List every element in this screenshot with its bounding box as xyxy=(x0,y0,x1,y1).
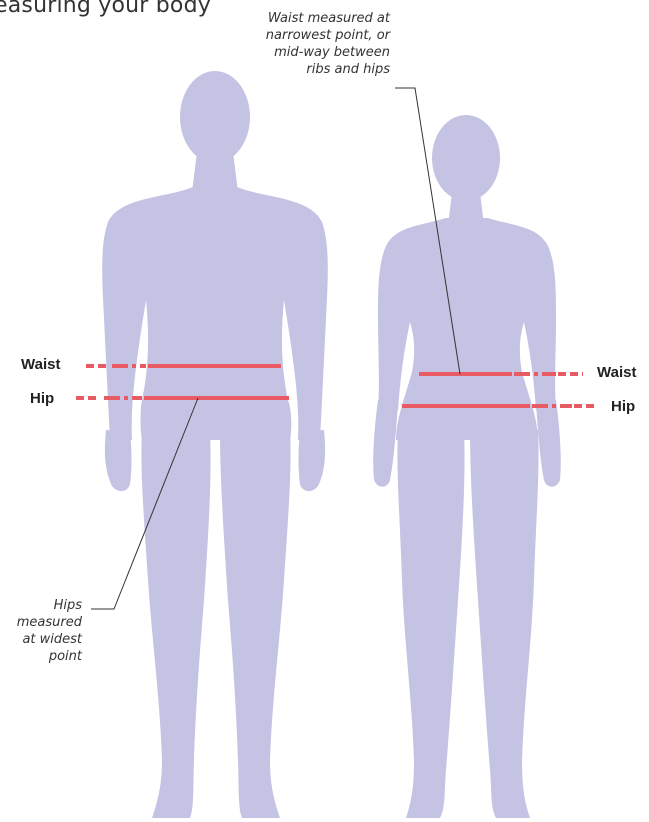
female-hip-label: Hip xyxy=(611,398,635,415)
female-waist-label: Waist xyxy=(597,364,636,381)
male-waist-label: Waist xyxy=(21,356,60,373)
female-silhouette xyxy=(373,115,561,818)
hips-measure-note: Hips measured at widest point xyxy=(17,597,82,665)
male-hip-label: Hip xyxy=(30,390,54,407)
waist-measure-note: Waist measured at narrowest point, or mi… xyxy=(266,10,390,78)
male-silhouette xyxy=(102,71,328,818)
